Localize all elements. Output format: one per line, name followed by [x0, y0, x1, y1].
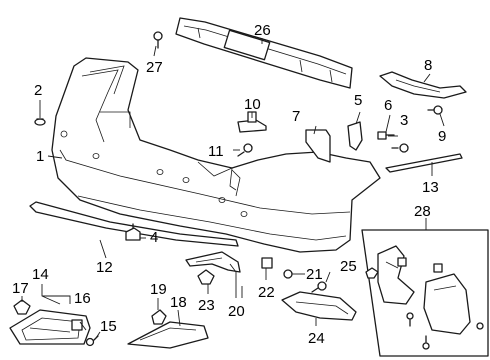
callout-22: 22	[258, 284, 275, 301]
lower-garnish-strip	[29, 201, 239, 247]
callout-25: 25	[340, 258, 357, 275]
callout-7: 7	[292, 108, 300, 125]
callout-2: 2	[34, 82, 42, 99]
bracket-5	[347, 121, 363, 151]
screw-11	[237, 143, 253, 157]
callout-26: 26	[254, 22, 271, 39]
bolt-27	[153, 31, 163, 49]
callout-17: 17	[12, 280, 29, 297]
clip-4	[125, 223, 141, 241]
side-strip	[385, 153, 463, 173]
leader-lines	[21, 38, 445, 339]
callout-23: 23	[198, 297, 215, 314]
callout-5: 5	[354, 92, 362, 109]
clip-16	[71, 319, 83, 331]
callout-12: 12	[96, 259, 113, 276]
callout-21: 21	[306, 266, 323, 283]
callout-numbers: 1 2 3 4 5 6 7 8 9 10 11 12 13 14 15 16 1…	[12, 22, 446, 347]
clip-19	[151, 309, 167, 325]
callout-13: 13	[422, 179, 439, 196]
callout-14: 14	[32, 266, 49, 283]
callout-1: 1	[36, 148, 44, 165]
center-reflector-drawing	[127, 321, 209, 349]
callout-16: 16	[74, 290, 91, 307]
clip-2	[34, 118, 46, 126]
callout-9: 9	[438, 128, 446, 145]
side-bracket-drawing	[379, 71, 467, 99]
callout-6: 6	[384, 97, 392, 114]
clip-22	[261, 257, 273, 269]
callout-8: 8	[424, 57, 432, 74]
callout-27: 27	[146, 59, 163, 76]
clip-23	[197, 269, 215, 285]
callout-4: 4	[150, 229, 158, 246]
callout-15: 15	[100, 318, 117, 335]
callout-28: 28	[414, 203, 431, 220]
callout-19: 19	[150, 281, 167, 298]
mud-guard-kit-box	[361, 229, 489, 357]
bracket-7	[305, 129, 331, 163]
right-reflector-drawing	[281, 291, 357, 321]
screw-9	[427, 105, 443, 115]
left-reflector-drawing	[9, 309, 91, 345]
nut-21	[283, 269, 293, 279]
callout-11: 11	[208, 143, 224, 160]
callout-24: 24	[308, 330, 325, 347]
clip-17	[13, 299, 31, 315]
callout-20: 20	[228, 303, 245, 320]
bracket-20-drawing	[185, 251, 241, 273]
callout-18: 18	[170, 294, 187, 311]
callout-3: 3	[400, 112, 408, 129]
bolt-3	[391, 143, 409, 153]
callout-10: 10	[244, 96, 261, 113]
reinforcement-beam-drawing	[175, 17, 353, 89]
bumper-cover-drawing	[51, 57, 381, 253]
bolt-25	[311, 281, 327, 293]
bolt-6	[377, 131, 395, 140]
